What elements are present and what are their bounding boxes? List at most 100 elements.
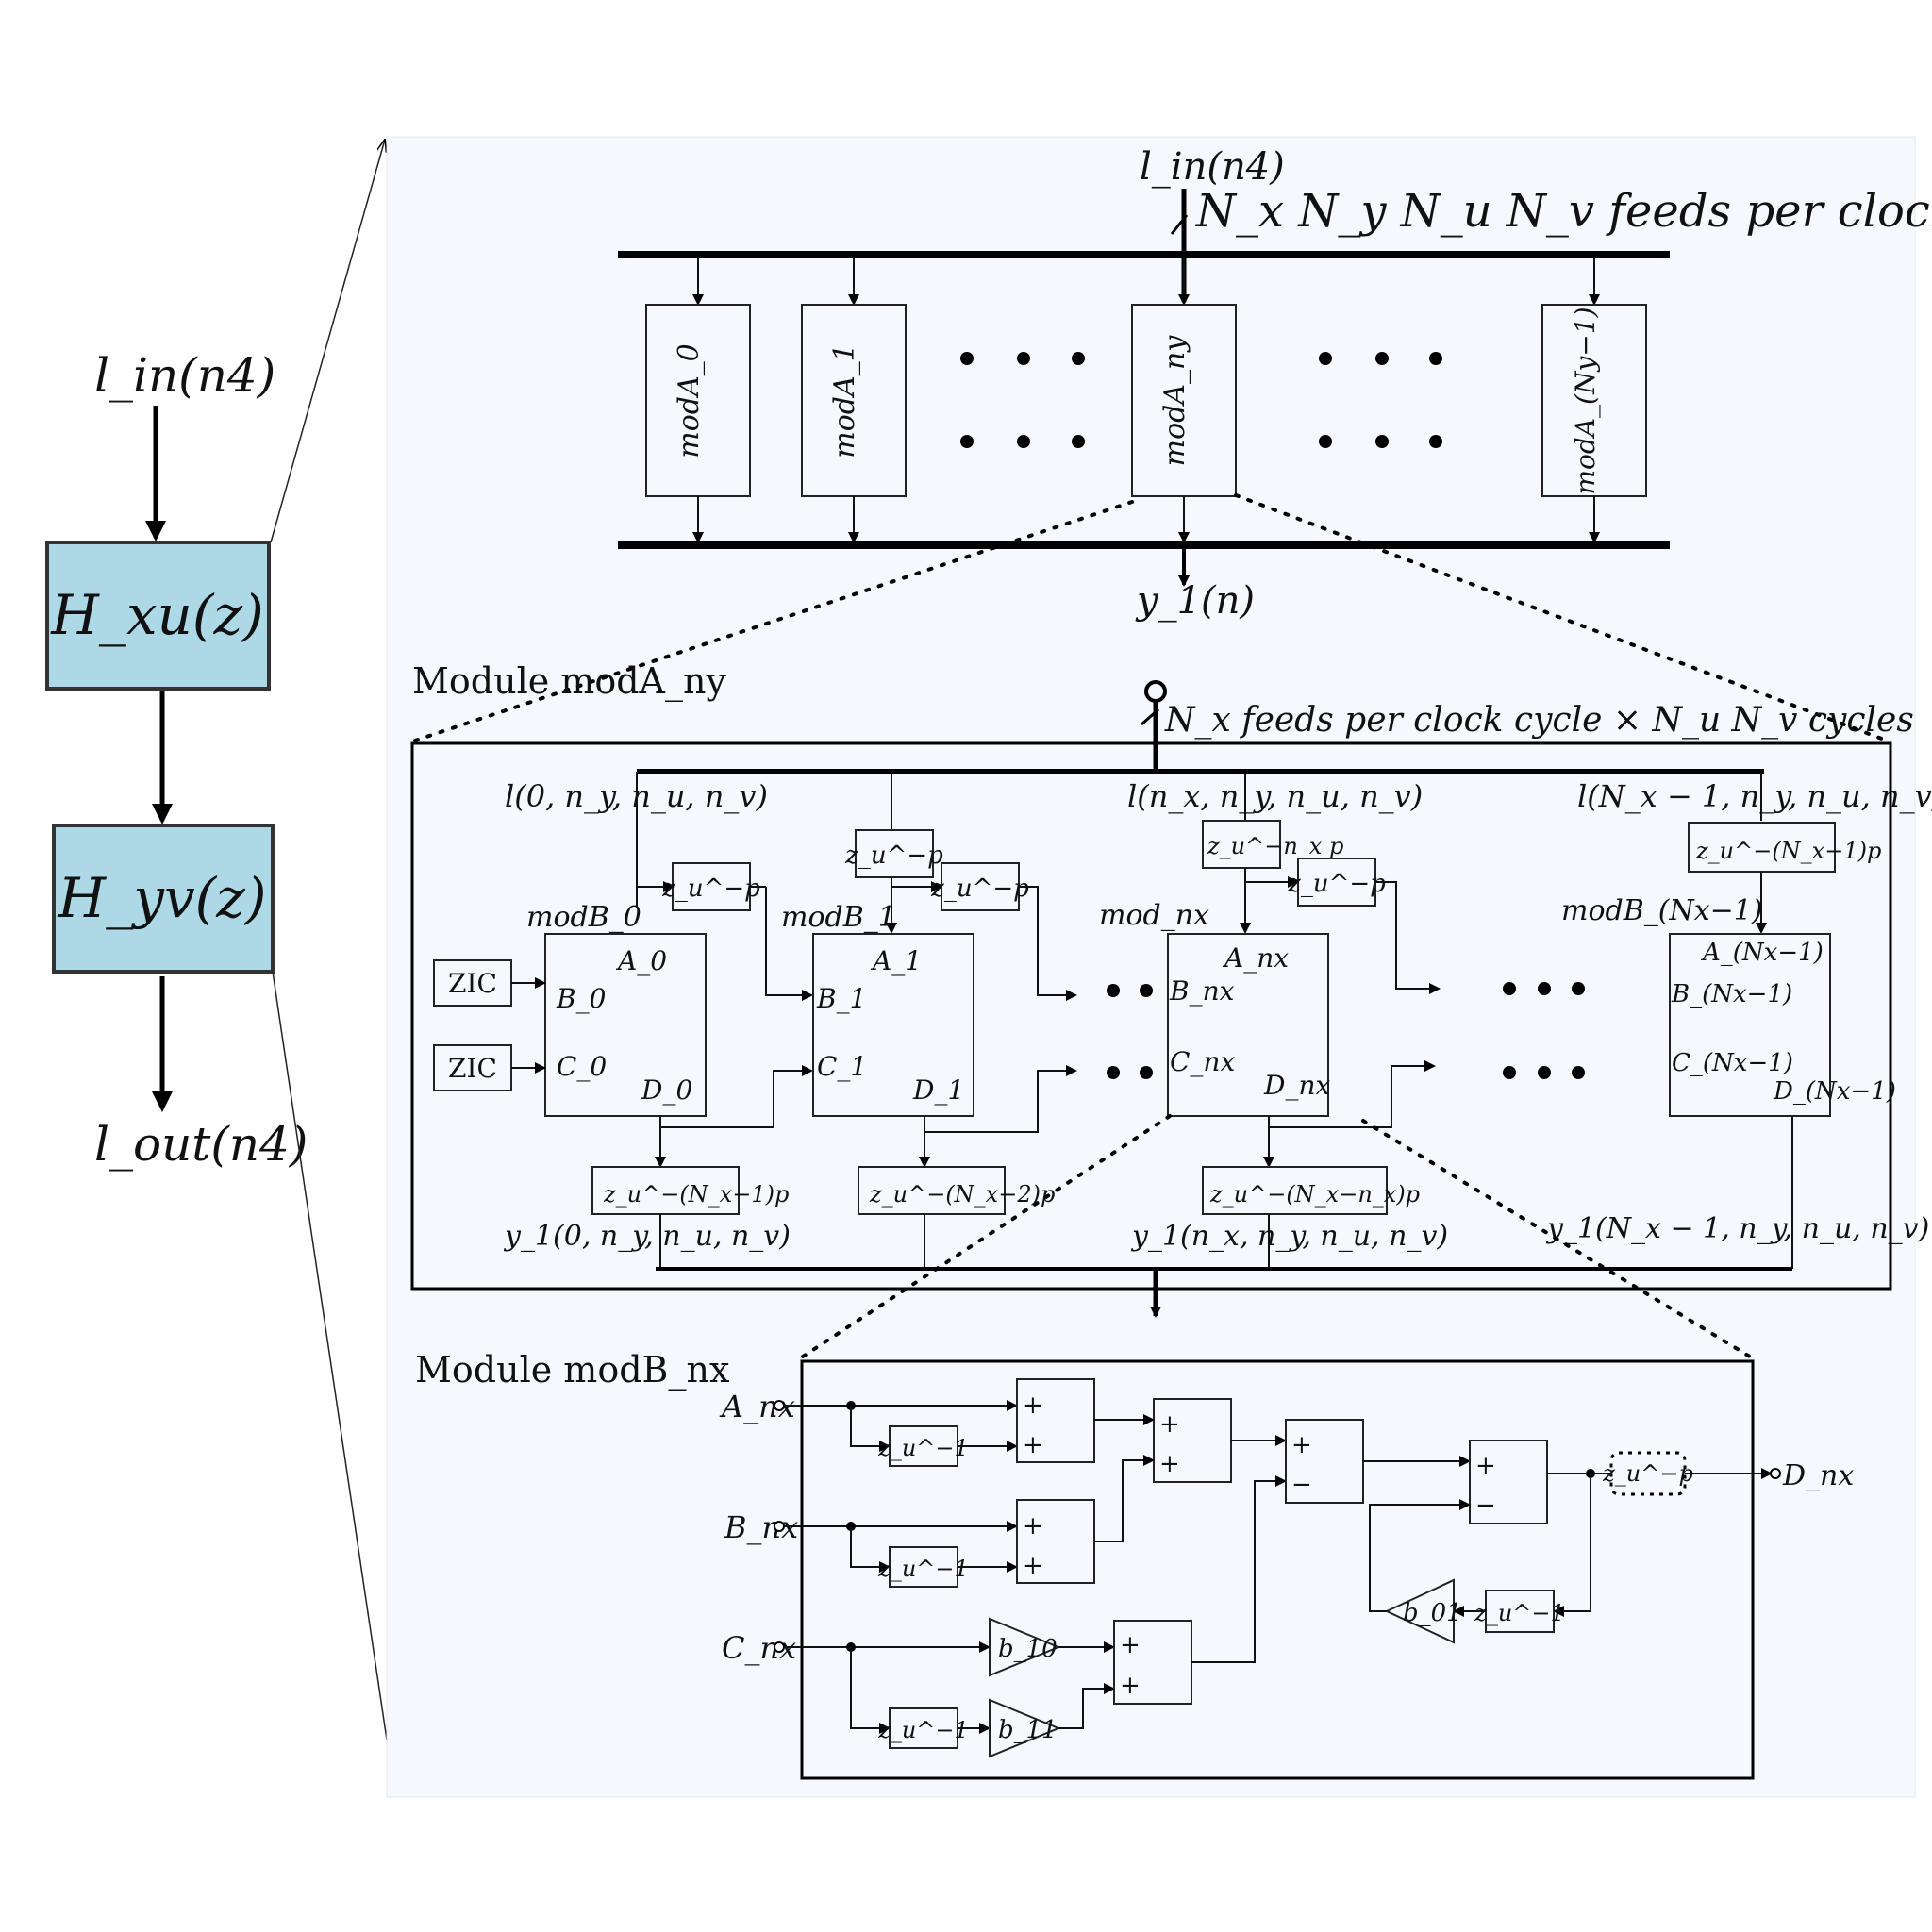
- delay-p-1b-label: z_u^−p: [930, 874, 1029, 903]
- modB-last-name: modB_(Nx−1): [1561, 894, 1763, 927]
- stage-dots-2: [1503, 982, 1585, 1079]
- modB-last-D: D_(Nx−1): [1773, 1077, 1896, 1106]
- top-array: l_in(n4) N_x N_y N_u N_v feeds per clock…: [413, 145, 1932, 742]
- out-D-port: [1770, 1468, 1781, 1479]
- ellipsis-dots-1: [960, 352, 1085, 448]
- hxu-block: [45, 541, 271, 691]
- delay-nxp-label: z_u^−n_x p: [1207, 833, 1343, 859]
- modB-1-C: C_1: [817, 1051, 867, 1082]
- gain-b10: [989, 1617, 1061, 1677]
- hyv-block: [52, 824, 275, 974]
- output-label-last: y_1(N_x − 1, n_y, n_u, n_v): [1545, 1212, 1929, 1245]
- gain-b01: [1384, 1578, 1455, 1644]
- modB-1-B: B_1: [816, 983, 866, 1014]
- out-delay-nx-label: z_u^−(N_x−n_x)p: [1209, 1181, 1420, 1208]
- module-modA-0: modA_0: [645, 258, 751, 543]
- modB-nx-C: C_nx: [1170, 1046, 1235, 1077]
- out-delay-nx: [1202, 1166, 1388, 1215]
- modB-1-A: A_1: [870, 945, 922, 976]
- in-C-port: [774, 1641, 785, 1653]
- subtractor-2: [1469, 1440, 1548, 1524]
- zoom-line-top: [270, 140, 385, 543]
- delay-p-nx-label: z_u^−p: [1287, 870, 1386, 898]
- unit-delay-a-label: z_u^−1: [877, 1435, 969, 1461]
- stage-dots-1: [1107, 984, 1153, 1079]
- output-label-0: y_1(0, n_y, n_u, n_v): [503, 1220, 791, 1253]
- module-b-detail: Module modB_nx A_nx B_nx C_nx z_u^−1 + +…: [415, 1349, 1854, 1780]
- adder-a-plus2: +: [1023, 1431, 1043, 1459]
- modB-1-D: D_1: [912, 1074, 964, 1106]
- adder-c-plus1: +: [1120, 1631, 1141, 1659]
- modB-last-A: A_(Nx−1): [1701, 939, 1824, 967]
- modA-0-label: modA_0: [673, 343, 706, 458]
- modB-nx-block: [1167, 933, 1329, 1117]
- unit-delay-fb-label: z_u^−1: [1474, 1600, 1565, 1626]
- gain-b01-label: b_01: [1403, 1599, 1462, 1627]
- detail-panel: [386, 136, 1916, 1798]
- module-a-title: Module modA_ny: [412, 660, 726, 703]
- delay-nxp: [1202, 820, 1281, 869]
- modB-0-block: [544, 933, 707, 1117]
- left-chain: l_in(n4) H_xu(z) H_yv(z) l_out(n4): [45, 348, 308, 1172]
- out-delay-0: [591, 1166, 740, 1215]
- out-delay-p-label: z_u^−p: [1602, 1460, 1693, 1487]
- zoom-dots-modB-right: [1361, 1119, 1755, 1360]
- gain-b11: [989, 1698, 1061, 1758]
- top-feeds-note: N_x N_y N_u N_v feeds per clock cycle: [1195, 185, 1932, 238]
- adder-c-plus2: +: [1120, 1672, 1141, 1700]
- top-input-label: l_in(n4): [1140, 145, 1285, 189]
- adder-ab-plus1: +: [1159, 1410, 1180, 1439]
- sub2-plus: +: [1475, 1452, 1496, 1480]
- out-delay-1-label: z_u^−(N_x−2)p: [869, 1181, 1055, 1208]
- in-B-port: [774, 1521, 785, 1532]
- modB-nx-name: mod_nx: [1099, 899, 1209, 932]
- output-label-nx: y_1(n_x, n_y, n_u, n_v): [1130, 1220, 1448, 1253]
- bus-width-slash: [1170, 214, 1189, 235]
- delay-last-label: z_u^−(N_x−1)p: [1695, 838, 1881, 864]
- modB-1-block: [812, 933, 974, 1117]
- modA-last-label: modA_(Ny−1): [1570, 308, 1601, 495]
- adder-a-plus1: +: [1023, 1391, 1043, 1420]
- sub1-plus: +: [1291, 1431, 1312, 1459]
- left-input-label: l_in(n4): [94, 348, 275, 403]
- adder-b-plus1: +: [1023, 1512, 1043, 1541]
- module-a-frame: [410, 741, 1892, 1291]
- delay-p-1a-label: z_u^−p: [844, 841, 943, 870]
- sub2-minus: −: [1475, 1491, 1496, 1520]
- in-A-port: [774, 1400, 785, 1411]
- ellipsis-dots-2: [1319, 352, 1442, 448]
- module-a-detail: Module modA_ny N_x feeds per clock cycle…: [410, 660, 1932, 1360]
- module-modA-ny: modA_ny: [1131, 258, 1237, 543]
- hxu-label: H_xu(z): [50, 583, 263, 647]
- tap-label-nx: l(n_x, n_y, n_u, n_v): [1127, 778, 1423, 814]
- modB-last-block: [1669, 933, 1831, 1117]
- modB-0-B: B_0: [556, 983, 606, 1014]
- modB-nx-A: A_nx: [1222, 942, 1289, 974]
- gain-b10-label: b_10: [998, 1635, 1058, 1663]
- left-output-label: l_out(n4): [94, 1117, 308, 1172]
- adder-ab-plus2: +: [1159, 1450, 1180, 1478]
- module-a-width-slash: [1141, 708, 1159, 726]
- modB-last-B: B_(Nx−1): [1671, 980, 1792, 1008]
- unit-delay-c-label: z_u^−1: [877, 1717, 969, 1743]
- zoom-line-bottom: [272, 971, 394, 1790]
- out-delay-p: [1609, 1451, 1687, 1496]
- gain-b11-label: b_11: [998, 1716, 1058, 1744]
- zoom-dots-modA-right: [1234, 493, 1889, 742]
- modB-0-C: C_0: [557, 1051, 607, 1082]
- module-modA-last: modA_(Ny−1): [1541, 258, 1647, 543]
- modA-ny-label: modA_ny: [1158, 335, 1191, 467]
- zic-b-label: ZIC: [448, 968, 497, 999]
- modB-last-C: C_(Nx−1): [1672, 1049, 1793, 1077]
- delay-p-1a: [855, 829, 934, 878]
- out-delay-0-label: z_u^−(N_x−1)p: [603, 1181, 789, 1208]
- modB-nx-D: D_nx: [1263, 1070, 1330, 1101]
- module-b-title: Module modB_nx: [415, 1349, 729, 1391]
- sub1-minus: −: [1291, 1471, 1312, 1499]
- delay-p-0-label: z_u^−p: [661, 874, 760, 903]
- modB-0-name: modB_0: [526, 901, 641, 934]
- module-b-frame: [800, 1359, 1755, 1780]
- zoom-dots-modB-left: [798, 1114, 1172, 1360]
- modB-0-A: A_0: [615, 945, 667, 976]
